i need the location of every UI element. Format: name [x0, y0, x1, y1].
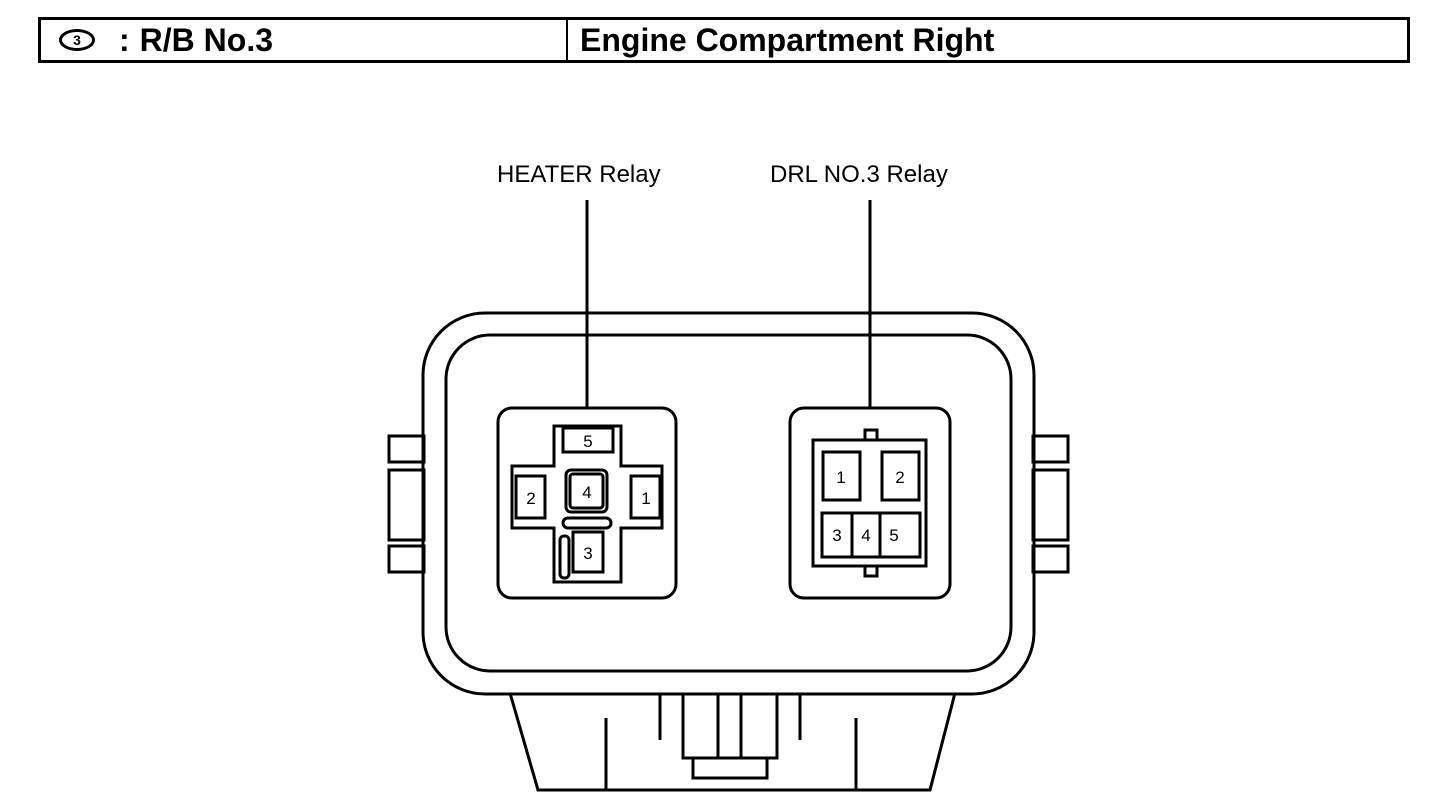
left-mount-tabs: [387, 434, 426, 574]
heater-pin5-box: [561, 426, 615, 454]
heater-pin-3: 3: [583, 544, 592, 563]
heater-pin1-box: [629, 474, 662, 520]
drl-pin-3: 3: [832, 526, 841, 545]
drl-pin1-box: [821, 450, 862, 502]
drl-pin-2: 2: [895, 468, 904, 487]
location-title: Engine Compartment Right: [580, 21, 995, 58]
heater-pin-1: 1: [641, 489, 650, 508]
drl-pin2-box: [880, 450, 921, 502]
right-mount-tabs: [1031, 434, 1070, 574]
heater-pin-4: 4: [582, 483, 591, 502]
heater-pin4-box: [564, 468, 609, 514]
drl-pin-5: 5: [889, 526, 898, 545]
bottom-connector-skirt: [508, 692, 957, 792]
heater-pin2-box: [514, 474, 547, 520]
heater-relay-label: HEATER Relay: [497, 161, 661, 188]
header-separator: :: [119, 21, 130, 58]
relay-block-housing: [421, 311, 1036, 696]
heater-pin-2: 2: [526, 489, 535, 508]
header-location-cell: Engine Compartment Right: [568, 20, 1407, 60]
drl-relay-socket: [788, 406, 952, 600]
relay-block-name: R/B No.3: [139, 21, 273, 58]
header-block-cell: 3 : R/B No.3: [41, 20, 568, 60]
heater-relay-socket: [496, 406, 678, 600]
relay-block-inner-wall: [444, 333, 1013, 673]
heater-pin3-box: [571, 530, 605, 574]
heater-pin-5: 5: [583, 432, 592, 451]
drl-relay-label: DRL NO.3 Relay: [770, 161, 948, 188]
header-table: 3 : R/B No.3 Engine Compartment Right: [38, 17, 1410, 63]
drl-pin-4: 4: [861, 526, 870, 545]
drl-pin-1: 1: [836, 468, 845, 487]
circle-number-badge: 3: [59, 29, 95, 51]
